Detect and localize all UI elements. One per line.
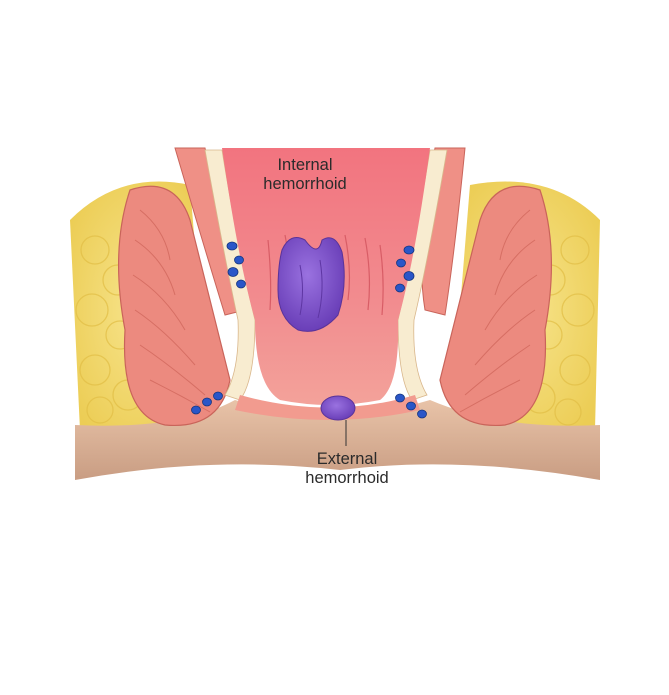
sphincter-muscle-right (439, 185, 553, 427)
anal-columns (267, 234, 384, 316)
internal-label-line2: hemorrhoid (263, 175, 347, 193)
internal-hemorrhoid (277, 237, 345, 332)
internal-label-line1: Internal (277, 156, 333, 174)
external-label-line1: External (316, 450, 378, 468)
sphincter-muscle-left (117, 185, 231, 427)
external-label-line2: hemorrhoid (305, 469, 389, 487)
external-hemorrhoid-label: External hemorrhoid (282, 450, 412, 488)
external-hemorrhoid (320, 395, 356, 421)
internal-hemorrhoid-label: Internal hemorrhoid (240, 156, 370, 194)
blood-vessels (191, 241, 427, 419)
